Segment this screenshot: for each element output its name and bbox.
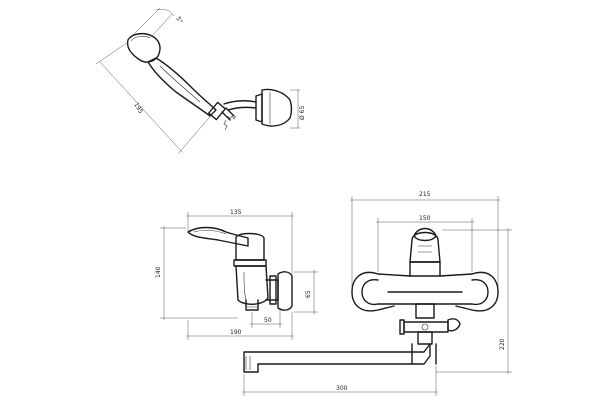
- bath-dimensions: 215 150 220 300: [242, 191, 512, 396]
- shower-dimensions: 5° 195 Ø 65: [95, 7, 306, 155]
- mixer-height-label: 140: [155, 266, 162, 278]
- bath-width-label: 215: [419, 191, 431, 198]
- mixer-dimensions: 135 140 65 190 50: [155, 209, 318, 340]
- mixer-base-label: 190: [230, 329, 242, 336]
- bath-height-label: 220: [499, 338, 506, 350]
- holder-diameter-label: Ø 65: [299, 106, 306, 120]
- bath-centers-label: 150: [419, 215, 431, 222]
- shower-length-label: 195: [132, 102, 144, 116]
- mixer-flange-label: 65: [305, 290, 312, 298]
- mixer-depth-label: 135: [230, 209, 242, 216]
- spout-length-label: 300: [336, 385, 348, 392]
- hand-shower: [126, 32, 293, 131]
- single-lever-mixer: [187, 226, 293, 311]
- shower-angle-label: 5°: [174, 16, 183, 25]
- mixer-outlet-label: 50: [264, 317, 272, 324]
- bath-mixer: [243, 227, 499, 373]
